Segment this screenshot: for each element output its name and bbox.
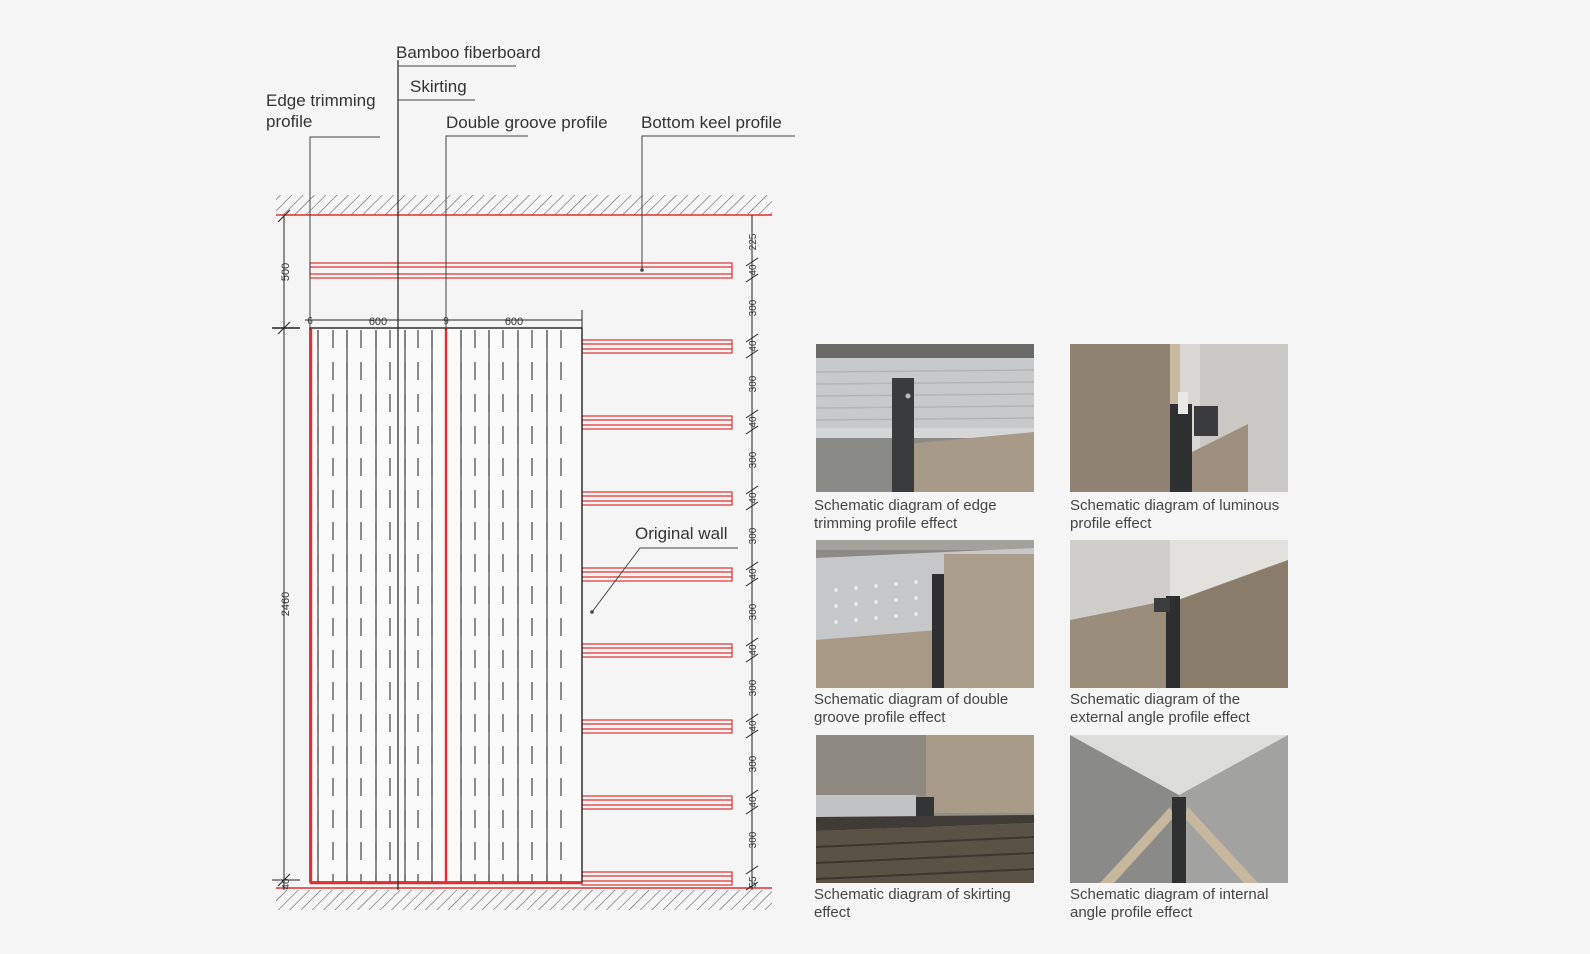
label-edge-trimming-line1: Edge trimming (266, 91, 376, 110)
label-double-groove-profile: Double groove profile (446, 113, 608, 132)
dimension-tick (745, 865, 759, 875)
leader-lines (309, 65, 795, 613)
dimension-right-label: 40 (748, 720, 759, 732)
dimension-tick (745, 273, 759, 283)
keel-profile (581, 795, 733, 810)
dimension-right-label: 40 (748, 264, 759, 276)
ceiling-slab (276, 195, 772, 216)
label-bottom-keel-profile: Bottom keel profile (641, 113, 782, 132)
dimension-tick (745, 349, 759, 359)
label-skirting: Skirting (410, 77, 467, 96)
dimension-tick (745, 637, 759, 647)
dimension-right-label: 40 (748, 492, 759, 504)
label-edge-trimming-line2: profile (266, 112, 313, 131)
dimension-tick (745, 333, 759, 343)
dimension-tick (745, 789, 759, 799)
photo-double-groove (816, 540, 1034, 688)
dimension-tick (745, 653, 759, 663)
caption-internal-angle-line2: angle profile effect (1070, 904, 1193, 921)
dimension-right-label: 300 (748, 603, 759, 620)
caption-skirting-line2: effect (814, 904, 851, 921)
right-dimension-labels: 225 40 300 40 300 40 300 40 300 40 300 40 300 40 300 40… (745, 233, 759, 891)
caption-luminous-line1: Schematic diagram of luminous (1070, 497, 1280, 514)
dimension-left-bottom: 40 (281, 878, 292, 890)
caption-internal-angle: Schematic diagram of internal angle prof… (1070, 886, 1310, 922)
dimension-tick (745, 577, 759, 587)
dimension-right-label: 300 (748, 679, 759, 696)
keel-profile (581, 339, 733, 354)
photo-luminous (1070, 344, 1288, 492)
dimension-right-label: 55 (748, 876, 759, 888)
dimension-right-label: 300 (748, 755, 759, 772)
dimension-tick (745, 561, 759, 571)
floor-slab (276, 887, 772, 910)
dimension-tick (745, 257, 759, 267)
caption-luminous-line2: profile effect (1070, 515, 1152, 532)
keel-profile (581, 643, 733, 658)
elevation-drawing: 500 2460 40 6 600 9 600 2254030040300403… (272, 60, 795, 910)
dimension-right-label: 300 (748, 375, 759, 392)
dimension-top-span-2: 600 (505, 316, 523, 328)
keel-profile (581, 719, 733, 734)
photo-internal-angle (1070, 735, 1288, 883)
dimension-right-label: 300 (748, 299, 759, 316)
dimension-right-label: 40 (748, 644, 759, 656)
caption-internal-angle-line1: Schematic diagram of internal (1070, 886, 1269, 903)
caption-edge-trimming: Schematic diagram of edge trimming profi… (814, 497, 1054, 533)
dimension-right-label: 40 (748, 340, 759, 352)
keel-profile (581, 567, 733, 582)
dimension-right-label: 40 (748, 568, 759, 580)
dimension-right-label: 300 (748, 451, 759, 468)
dimension-right-label: 300 (748, 831, 759, 848)
dimension-right-label: 225 (748, 233, 759, 250)
keel-profile (581, 415, 733, 430)
label-bamboo-fiberboard: Bamboo fiberboard (396, 43, 541, 62)
caption-double-groove-line2: groove profile effect (814, 709, 946, 726)
dimension-left-main: 2460 (280, 592, 292, 616)
dimension-tick (745, 881, 759, 891)
caption-skirting-line1: Schematic diagram of skirting (814, 886, 1011, 903)
dimension-tick (745, 409, 759, 419)
photo-edge-trimming (816, 344, 1034, 492)
dimension-tick (745, 501, 759, 511)
photo-skirting (816, 735, 1034, 883)
dimension-tick (745, 485, 759, 495)
dimension-right-label: 40 (748, 796, 759, 808)
caption-edge-trimming-line1: Schematic diagram of edge (814, 497, 997, 514)
caption-luminous: Schematic diagram of luminous profile ef… (1070, 497, 1310, 533)
dimension-top-span-1: 600 (369, 316, 387, 328)
left-dimension-line (272, 209, 300, 890)
bamboo-fiberboard-panel (309, 60, 583, 890)
dimension-tick (745, 713, 759, 723)
label-original-wall: Original wall (635, 524, 728, 543)
photo-external-angle (1070, 540, 1288, 688)
keel-profiles (581, 339, 733, 886)
keel-profile (581, 871, 733, 886)
caption-edge-trimming-line2: trimming profile effect (814, 515, 958, 532)
dimension-right-label: 300 (748, 527, 759, 544)
caption-external-angle: Schematic diagram of the external angle … (1070, 691, 1310, 727)
dimension-right-label: 40 (748, 416, 759, 428)
caption-external-angle-line2: external angle profile effect (1070, 709, 1250, 726)
caption-double-groove: Schematic diagram of double groove profi… (814, 691, 1054, 727)
dimension-left-top: 500 (280, 263, 292, 281)
bottom-keel-profile-top (309, 262, 733, 279)
dimension-tick (745, 805, 759, 815)
dimension-tick (745, 425, 759, 435)
caption-skirting: Schematic diagram of skirting effect (814, 886, 1054, 922)
keel-profile (581, 491, 733, 506)
caption-double-groove-line1: Schematic diagram of double (814, 691, 1009, 708)
caption-external-angle-line1: Schematic diagram of the (1070, 691, 1241, 708)
dimension-tick (745, 729, 759, 739)
